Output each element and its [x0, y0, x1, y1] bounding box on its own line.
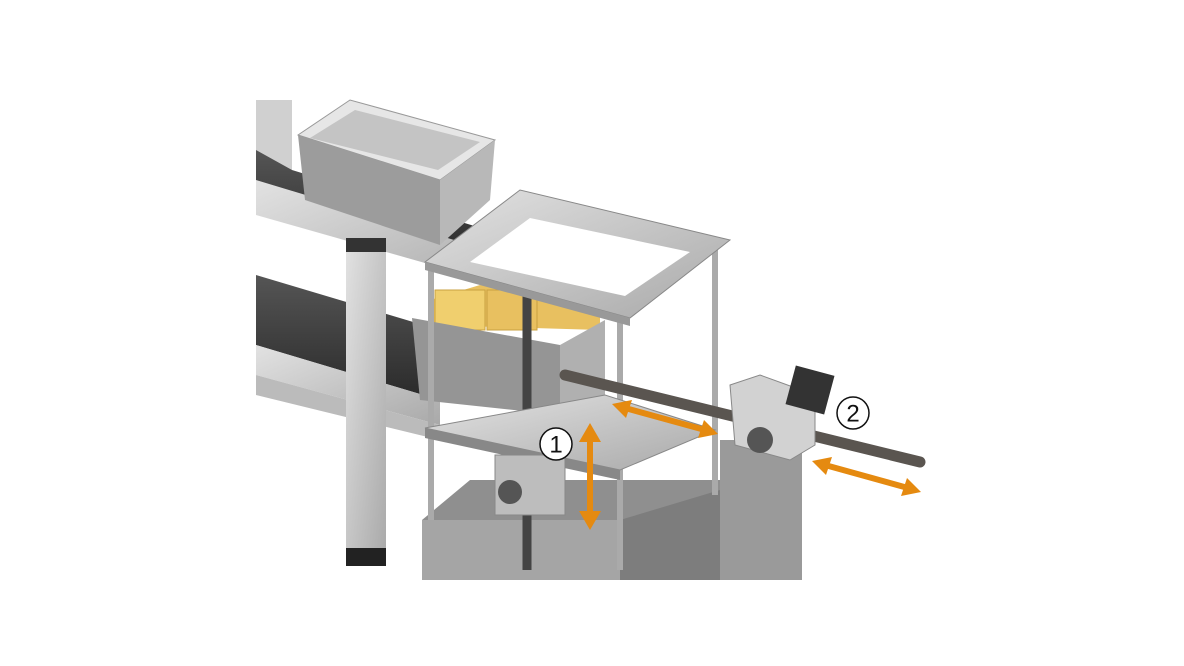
horizontal-arrow-2: [824, 462, 909, 491]
arrow-head: [579, 423, 601, 442]
traverse-unit: [559, 365, 926, 580]
traverse-motor: [785, 365, 835, 415]
motion-arrows: [587, 405, 909, 515]
conveyor-leg: [346, 238, 386, 564]
support-pillar: [720, 440, 802, 580]
callout-1: 1: [539, 427, 573, 461]
tote-on-conveyor: [296, 99, 497, 245]
horizontal-arrow-1: [624, 405, 706, 433]
callout-2: 2: [836, 396, 870, 430]
lift-motor: [494, 454, 566, 516]
top-frame: [423, 189, 732, 326]
callout-1-label: 1: [549, 432, 562, 459]
callout-2-label: 2: [846, 401, 859, 428]
lifter-base: [422, 480, 720, 580]
